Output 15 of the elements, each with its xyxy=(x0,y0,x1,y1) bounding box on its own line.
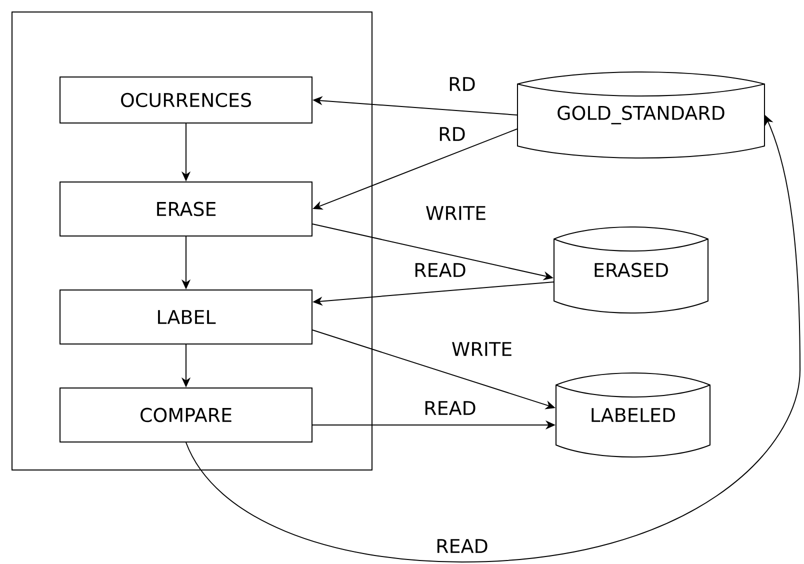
edge-label: READ xyxy=(412,262,468,278)
edge-label: READ xyxy=(434,538,490,554)
database-cylinder: ERASED xyxy=(554,226,708,314)
process-box: COMPARE xyxy=(60,388,312,442)
edge-label: WRITE xyxy=(450,341,514,357)
edge-label: RD xyxy=(437,126,467,142)
database-cylinder: LABELED xyxy=(556,372,710,458)
edge-label: READ xyxy=(422,400,478,416)
edge-label: RD xyxy=(447,76,477,92)
database-cylinder: GOLD_STANDARD xyxy=(517,72,765,158)
process-box: ERASE xyxy=(60,182,312,236)
process-box: OCURRENCES xyxy=(60,76,312,124)
edge-label: WRITE xyxy=(424,205,488,221)
container-box xyxy=(12,12,372,470)
process-box: LABEL xyxy=(60,290,312,344)
